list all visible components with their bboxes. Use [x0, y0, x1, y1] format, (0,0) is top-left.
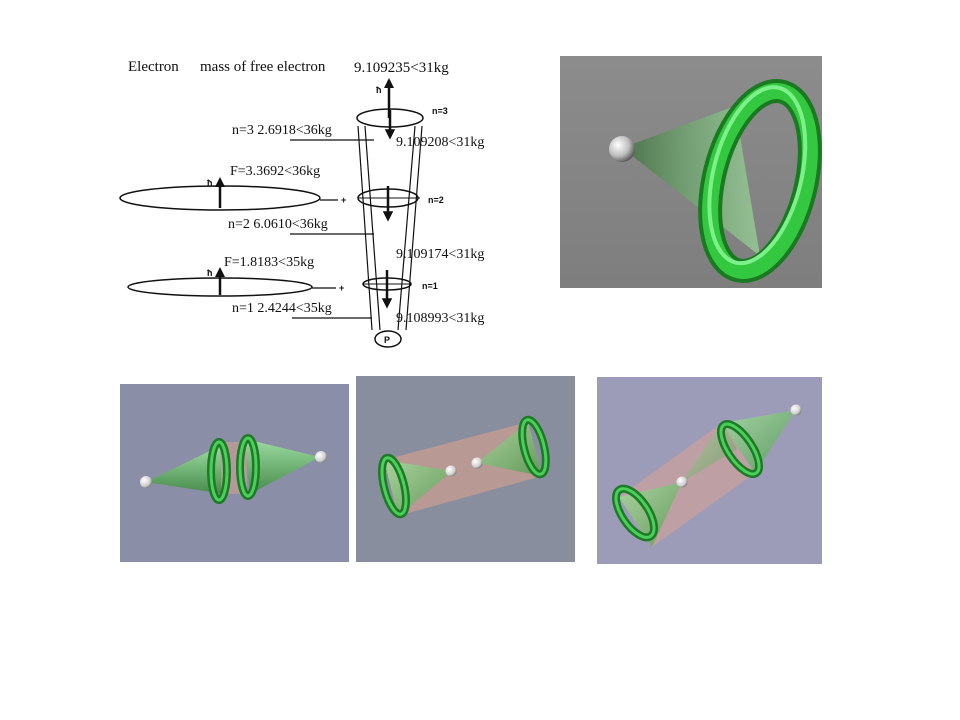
diagonal-hourglass-render — [597, 377, 822, 564]
diagonal-hourglass-canvas — [597, 377, 822, 564]
orbit-ring-n2 — [357, 186, 420, 222]
sphere-right — [315, 451, 327, 463]
n1-value: n=1 2.4244<35kg — [232, 301, 332, 316]
mass-n1-label: 9.108993<31kg — [396, 311, 484, 326]
orbit-ring-n1 — [362, 270, 412, 309]
cone-torus-canvas — [560, 56, 822, 288]
sphere-right — [471, 457, 483, 469]
n3-tag: n=3 — [432, 106, 448, 116]
sphere-middle — [676, 476, 688, 488]
n3-value: n=3 2.6918<36kg — [232, 123, 332, 138]
orbit-ellipse-n1: ħ + — [127, 267, 344, 297]
hourglass-render — [356, 376, 575, 562]
ring-right — [236, 434, 260, 500]
ring-right — [518, 415, 550, 479]
proton-label: P — [384, 335, 390, 345]
ring-upper — [716, 420, 764, 478]
sphere-left — [445, 465, 457, 477]
orbit-ring-n3 — [356, 108, 424, 140]
ring-lower — [611, 484, 659, 542]
heading-mass: mass of free electron — [200, 59, 326, 75]
n2-value: n=2 6.0610<36kg — [228, 217, 328, 232]
electron-orbit-diagram: Electron mass of free electron 9.109235<… — [110, 48, 530, 358]
ring-left — [207, 438, 231, 504]
sphere-top — [790, 404, 802, 416]
ring-left — [378, 453, 410, 519]
torus-ring — [698, 79, 822, 283]
upper-cone — [722, 410, 796, 473]
h-symbol-top: ħ — [376, 85, 382, 95]
n2-tag: n=2 — [428, 195, 444, 205]
force-n3-label: F=3.3692<36kg — [230, 164, 320, 179]
svg-text:+: + — [339, 283, 344, 293]
funnel-cone — [357, 125, 423, 331]
mass-n3-label: 9.109208<31kg — [396, 135, 484, 150]
heading-electron: Electron — [128, 59, 179, 75]
n1-tag: n=1 — [422, 281, 438, 291]
orbit-ellipse-n2: ħ + — [119, 177, 346, 211]
diagram-canvas: Electron mass of free electron 9.109235<… — [119, 59, 484, 348]
svg-text:+: + — [341, 195, 346, 205]
sphere-left — [140, 476, 152, 488]
cone-torus-render — [560, 56, 822, 288]
mass-top-label: 9.109235<31kg — [354, 60, 449, 76]
mass-n2-label: 9.109174<31kg — [396, 247, 484, 262]
force-n2-label: F=1.8183<35kg — [224, 255, 314, 270]
right-cone — [245, 439, 320, 494]
double-cone-canvas — [120, 384, 349, 562]
hourglass-canvas — [356, 376, 575, 562]
double-cone-render — [120, 384, 349, 562]
electron-sphere — [609, 136, 635, 162]
top-spin-arrow: ħ — [376, 78, 394, 118]
left-cone — [146, 446, 224, 494]
proton-circle: P — [374, 330, 402, 348]
h-symbol-n1: ħ — [207, 268, 213, 278]
h-symbol-n2: ħ — [207, 178, 213, 188]
